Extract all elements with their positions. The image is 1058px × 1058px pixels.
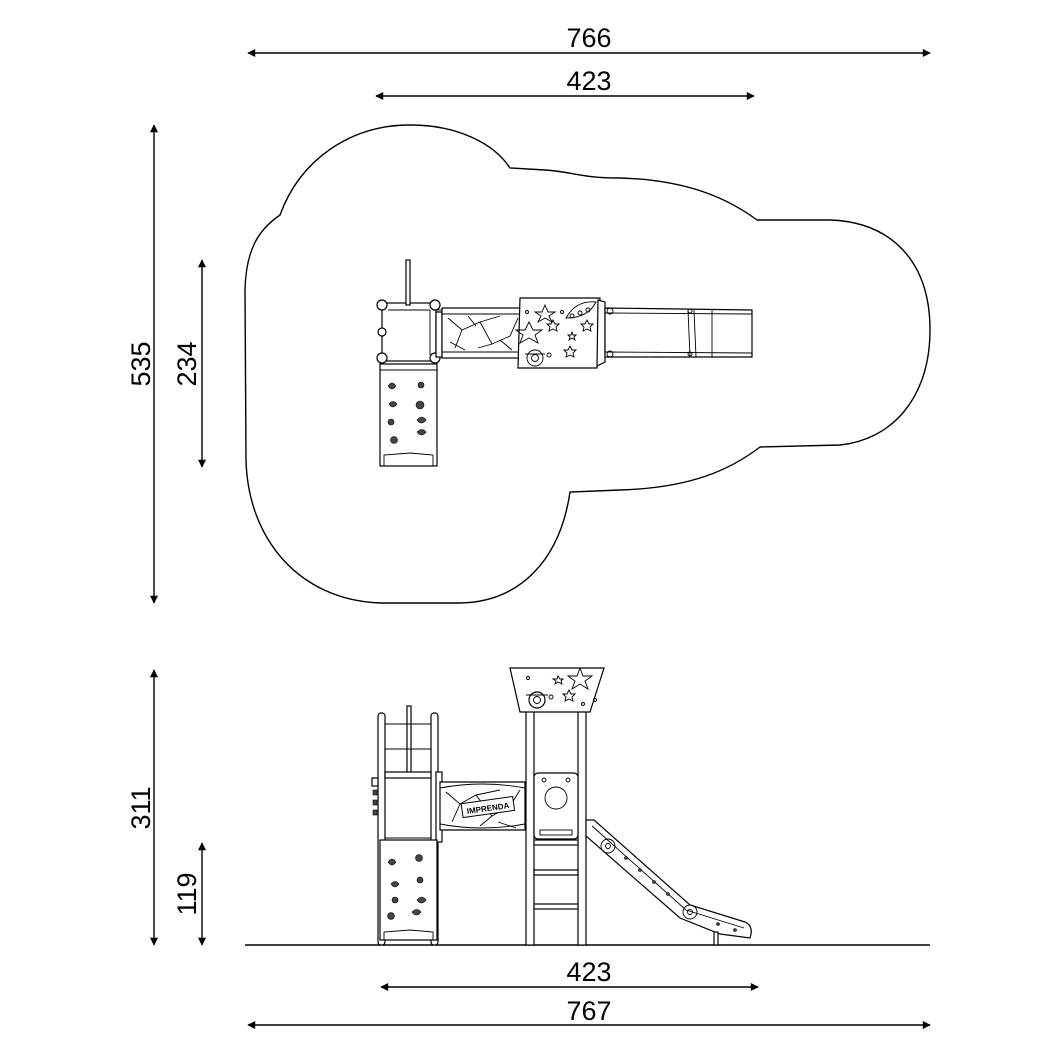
dim-label-area-height: 535 [126, 341, 156, 386]
dim-label-bottom-equipment: 423 [566, 957, 611, 987]
plan-post-tl [376, 299, 388, 311]
tunnel-sign: IMPRENDA [460, 795, 516, 819]
elevation-slide [585, 819, 752, 946]
plan-post-ml [377, 327, 387, 337]
elevation-tunnel: IMPRENDA [439, 781, 526, 831]
dim-label-elevation-height: 311 [126, 786, 156, 829]
dim-label-platform-height: 119 [172, 872, 202, 915]
plan-antenna-pole [405, 259, 411, 306]
plan-slide [604, 307, 753, 358]
plan-roof-panel [514, 297, 606, 369]
dimension-lines: 766 423 535 234 311 119 423 767 [126, 23, 931, 1029]
elevation-view: IMPRENDA [245, 666, 930, 946]
plan-post-bl [376, 352, 388, 364]
dim-label-bottom-overall: 767 [566, 996, 611, 1026]
plan-climbing-wall [379, 363, 438, 467]
plan-tunnel [441, 307, 523, 359]
elevation-climbing-wall [379, 839, 438, 941]
plan-post-tr [429, 299, 441, 311]
elevation-roof-panel [509, 666, 605, 713]
elevation-right-tower [525, 704, 587, 946]
dim-label-top-overall: 766 [566, 23, 611, 53]
dim-label-top-equipment: 423 [566, 66, 611, 96]
plan-hold-1 [387, 382, 397, 390]
safety-area-outline [244, 124, 931, 604]
plan-view [244, 124, 931, 604]
plan-platform [381, 302, 437, 362]
dim-label-plan-height: 234 [172, 341, 202, 386]
